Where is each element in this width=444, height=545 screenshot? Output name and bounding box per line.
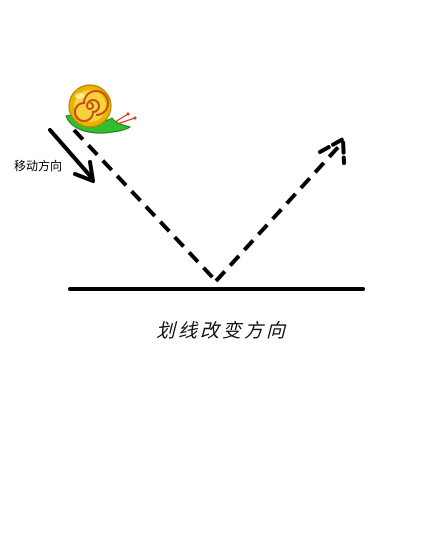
diagram-caption: 划线改变方向 — [155, 320, 288, 342]
outgoing-dashed-path — [214, 142, 343, 283]
move-direction-label: 移动方向 — [14, 159, 63, 173]
dashed-arrow-up-right-icon — [318, 137, 346, 165]
incoming-dashed-path — [72, 128, 218, 283]
snail-icon — [65, 84, 137, 134]
arrow-down-right-icon — [48, 128, 95, 183]
